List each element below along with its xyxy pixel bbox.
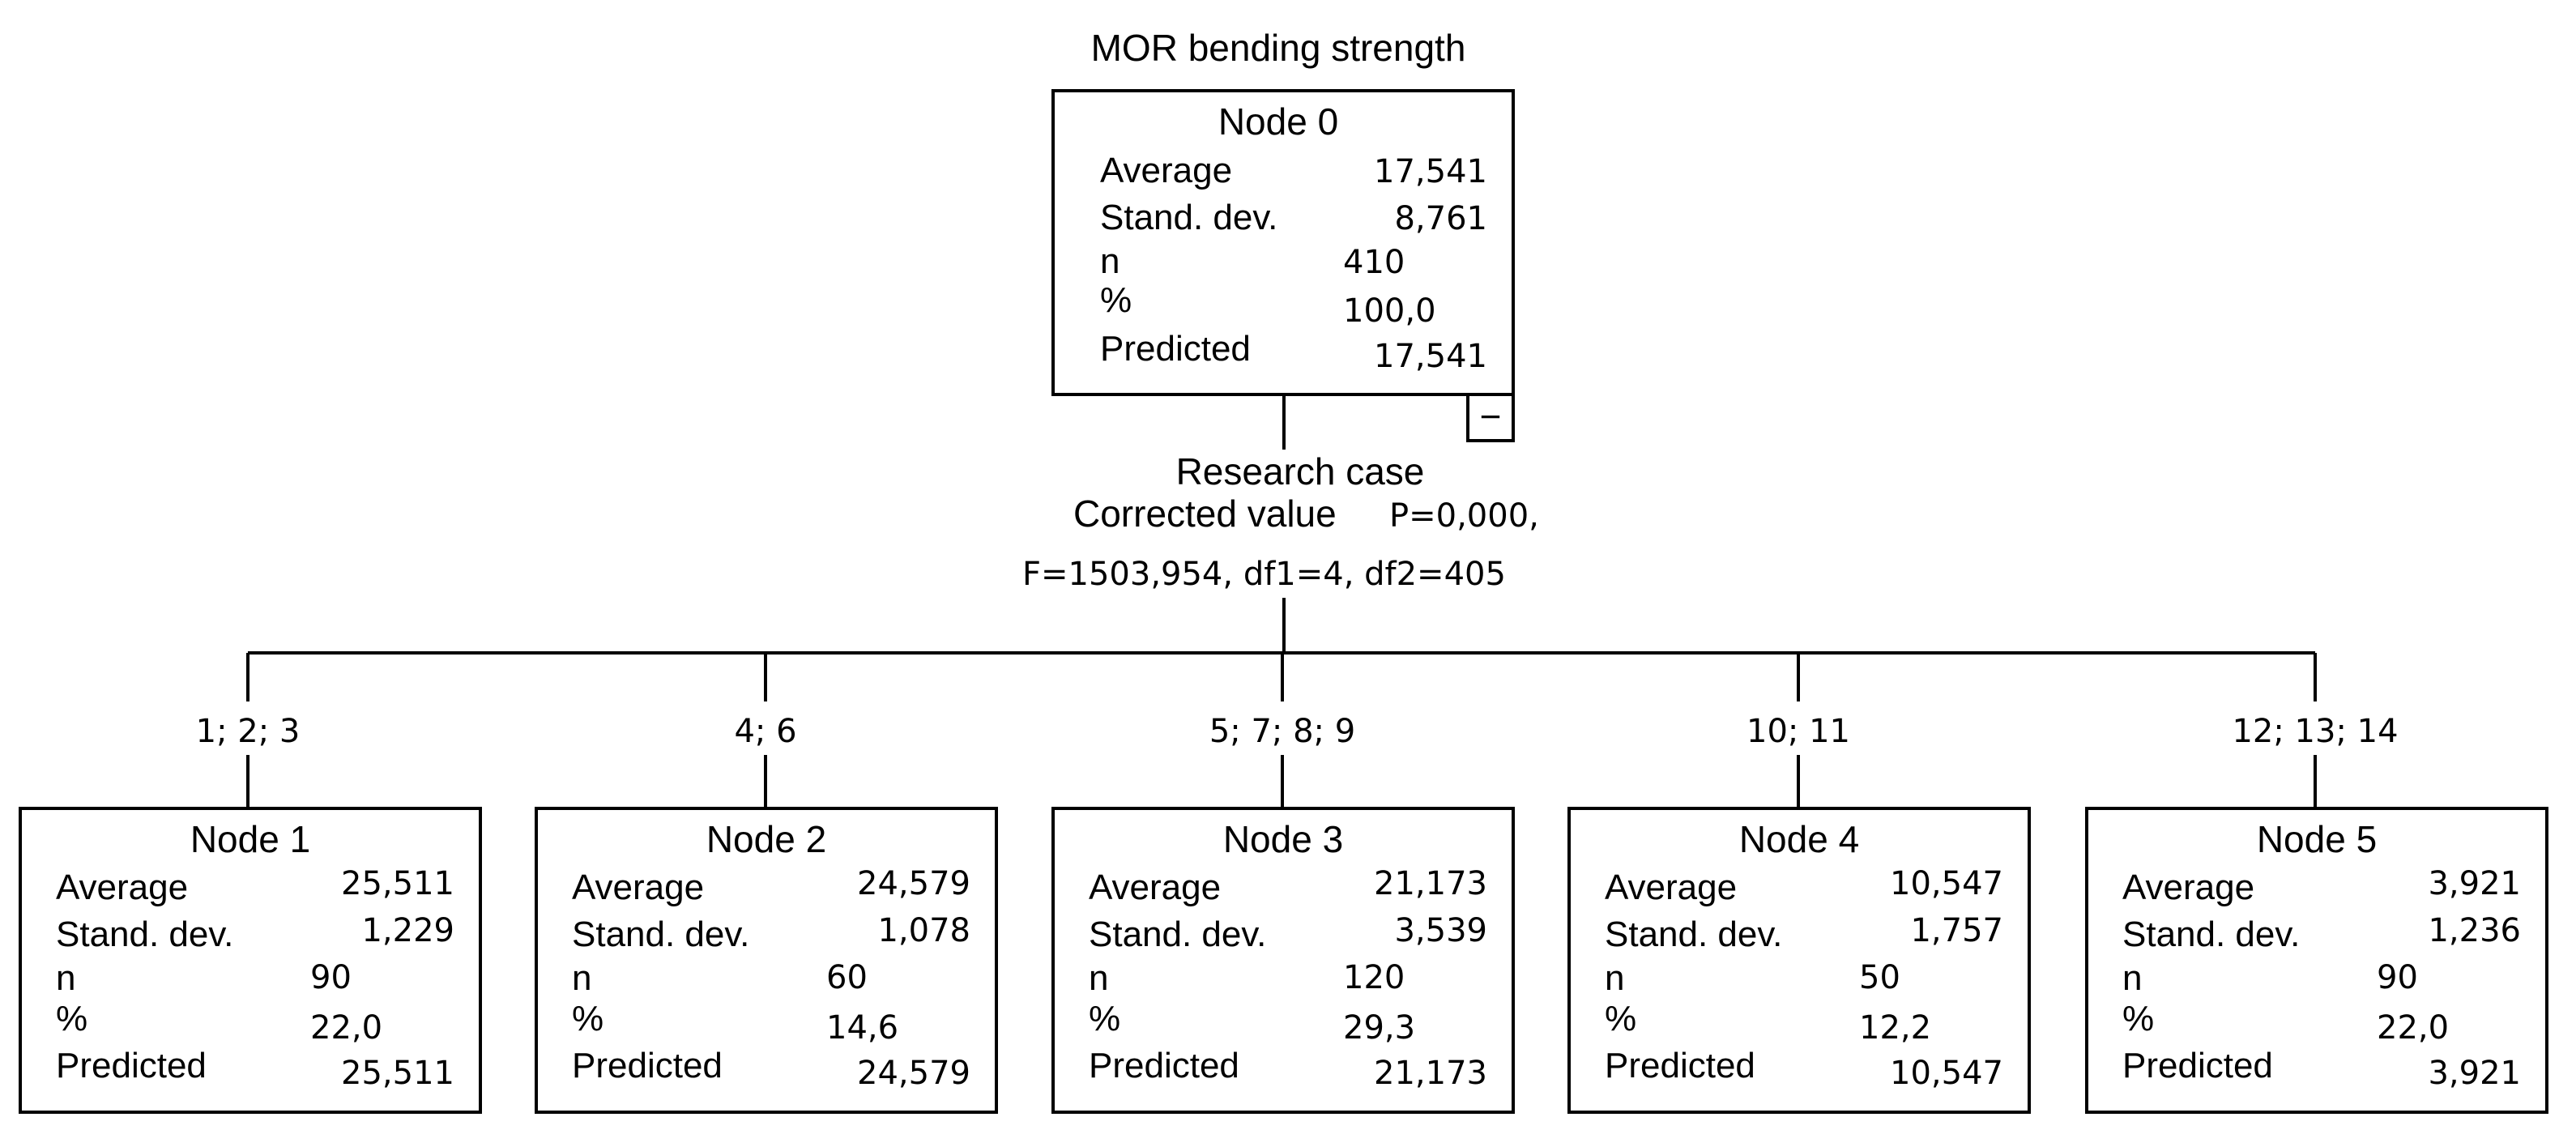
child-node-name-3: Node 3 — [1223, 818, 1343, 860]
child-3-std-label: Stand. dev. — [1089, 915, 1266, 954]
child-node-name-1: Node 1 — [190, 818, 310, 860]
branch-category-3: 5; 7; 8; 9 — [1209, 713, 1355, 750]
branch-category-1: 1; 2; 3 — [196, 713, 301, 750]
child-1-std-value: 1,229 — [361, 912, 454, 949]
child-node-box-1 — [19, 807, 482, 1114]
child-5-std-label: Stand. dev. — [2122, 915, 2300, 954]
child-3-n-value: 120 — [1343, 959, 1405, 996]
child-1-n-value: 90 — [310, 959, 352, 996]
child-2-predicted-value: 24,579 — [857, 1055, 970, 1092]
child-2-pct-value: 14,6 — [826, 1009, 898, 1047]
root-n-label: n — [1100, 241, 1120, 281]
child-4-n-label: n — [1605, 958, 1624, 998]
child-4-std-label: Stand. dev. — [1605, 915, 1782, 954]
child-3-average-value: 21,173 — [1374, 865, 1487, 902]
root-node-box — [1051, 89, 1515, 396]
root-predicted-label: Predicted — [1100, 329, 1251, 369]
child-node-name-2: Node 2 — [706, 818, 826, 860]
branch-category-2: 4; 6 — [734, 713, 796, 750]
root-std-value: 8,761 — [1394, 200, 1487, 237]
child-4-pct-value: 12,2 — [1859, 1009, 1931, 1047]
child-5-pct-value: 22,0 — [2377, 1009, 2449, 1047]
child-1-average-label: Average — [56, 868, 188, 907]
child-5-average-label: Average — [2122, 868, 2254, 907]
root-predicted-value: 17,541 — [1374, 338, 1487, 375]
collapse-toggle[interactable]: − — [1466, 393, 1515, 442]
child-node-box-2 — [535, 807, 998, 1114]
split-corrected-value-label: Corrected value — [1073, 492, 1337, 535]
child-2-pct-label: % — [572, 999, 603, 1038]
child-5-predicted-value: 3,921 — [2428, 1055, 2521, 1092]
tree-title: MOR bending strength — [1091, 27, 1466, 69]
child-node-box-5 — [2085, 807, 2548, 1114]
child-2-average-label: Average — [572, 868, 704, 907]
child-5-pct-label: % — [2122, 999, 2154, 1038]
child-3-average-label: Average — [1089, 868, 1221, 907]
child-1-std-label: Stand. dev. — [56, 915, 233, 954]
split-variable: Research case — [1176, 450, 1425, 492]
child-5-average-value: 3,921 — [2428, 865, 2521, 902]
child-2-average-value: 24,579 — [857, 865, 970, 902]
branch-category-5: 12; 13; 14 — [2232, 713, 2398, 750]
child-4-predicted-value: 10,547 — [1890, 1055, 2003, 1092]
branch-category-4: 10; 11 — [1746, 713, 1850, 750]
child-2-std-value: 1,078 — [877, 912, 970, 949]
child-1-average-value: 25,511 — [341, 865, 454, 902]
child-3-pct-value: 29,3 — [1343, 1009, 1415, 1047]
root-average-value: 17,541 — [1374, 153, 1487, 190]
child-node-box-3 — [1051, 807, 1515, 1114]
child-1-predicted-label: Predicted — [56, 1046, 207, 1085]
child-5-n-value: 90 — [2377, 959, 2418, 996]
collapse-toggle-box[interactable] — [1466, 393, 1515, 442]
child-4-n-value: 50 — [1859, 959, 1900, 996]
root-std-label: Stand. dev. — [1100, 198, 1277, 237]
child-1-pct-value: 22,0 — [310, 1009, 382, 1047]
child-5-predicted-label: Predicted — [2122, 1046, 2273, 1085]
child-4-pct-label: % — [1605, 999, 1636, 1038]
child-4-average-label: Average — [1605, 868, 1737, 907]
child-node-box-4 — [1567, 807, 2031, 1114]
child-3-std-value: 3,539 — [1394, 912, 1487, 949]
child-1-predicted-value: 25,511 — [341, 1055, 454, 1092]
child-2-std-label: Stand. dev. — [572, 915, 749, 954]
child-3-predicted-label: Predicted — [1089, 1046, 1239, 1085]
root-node-name: Node 0 — [1218, 100, 1338, 143]
child-node-name-5: Node 5 — [2257, 818, 2377, 860]
child-3-n-label: n — [1089, 958, 1108, 998]
split-p-value: P=0,000, — [1389, 497, 1539, 535]
split-statistics: F=1503,954, df1=4, df2=405 — [1022, 556, 1506, 593]
child-2-n-value: 60 — [826, 959, 868, 996]
child-2-predicted-label: Predicted — [572, 1046, 723, 1085]
child-5-n-label: n — [2122, 958, 2142, 998]
child-node-name-4: Node 4 — [1739, 818, 1859, 860]
child-2-n-label: n — [572, 958, 591, 998]
root-node: Node 0 Average 17,541 Stand. dev. 8,761 … — [1051, 89, 1515, 442]
child-1-n-label: n — [56, 958, 75, 998]
child-3-predicted-value: 21,173 — [1374, 1055, 1487, 1092]
child-4-predicted-label: Predicted — [1605, 1046, 1755, 1085]
root-pct-value: 100,0 — [1343, 292, 1436, 330]
child-4-std-value: 1,757 — [1910, 912, 2003, 949]
child-3-pct-label: % — [1089, 999, 1120, 1038]
child-5-std-value: 1,236 — [2428, 912, 2521, 949]
root-n-value: 410 — [1343, 244, 1405, 281]
child-1-pct-label: % — [56, 999, 87, 1038]
root-pct-label: % — [1100, 280, 1132, 320]
child-4-average-value: 10,547 — [1890, 865, 2003, 902]
collapse-icon: − — [1480, 395, 1502, 437]
root-average-label: Average — [1100, 151, 1232, 190]
